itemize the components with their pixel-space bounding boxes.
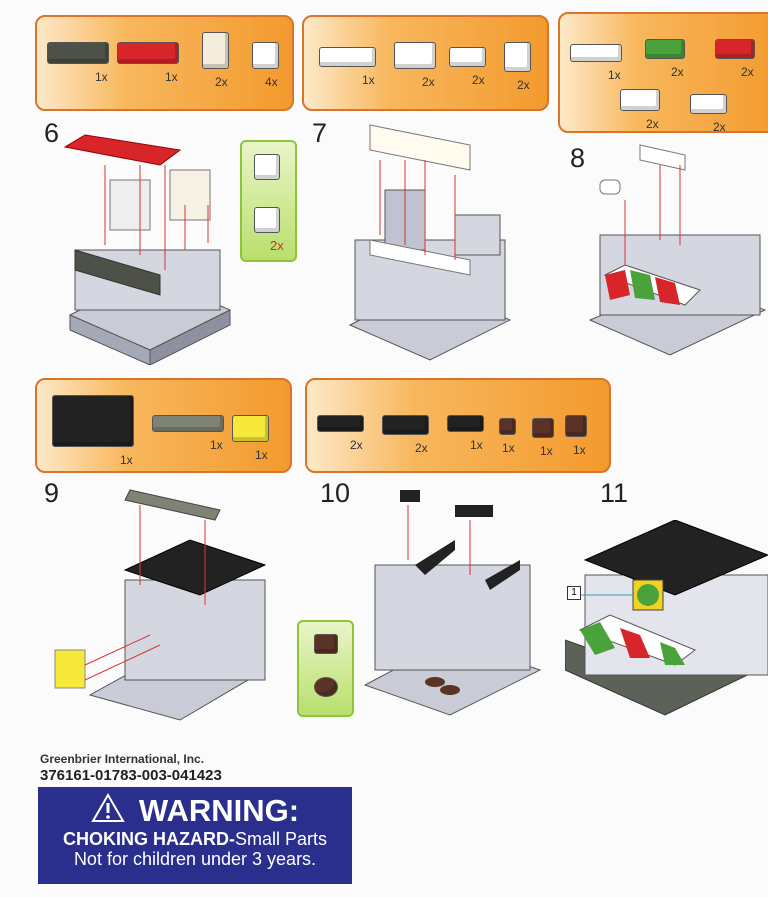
part-piece <box>447 415 484 432</box>
choking-warning: WARNING: CHOKING HAZARD-Small Parts Not … <box>38 787 352 884</box>
parts-box-step-9: 1x 1x 1x <box>35 378 292 473</box>
part-count: 2x <box>350 438 363 452</box>
part-count: 2x <box>671 65 684 79</box>
step-number-6: 6 <box>44 118 60 148</box>
part-count: 1x <box>502 441 515 455</box>
part-piece <box>152 415 224 432</box>
part-count: 2x <box>472 73 485 87</box>
parts-box-step-8: 1x 2x 2x 2x 2x <box>558 12 768 134</box>
hazard-detail: Small Parts <box>234 829 327 849</box>
part-piece <box>317 415 364 432</box>
parts-box-step-7: 1x 2x 2x 2x <box>302 15 549 111</box>
part-count: 2x <box>741 65 754 79</box>
model-step-10 <box>363 490 542 716</box>
part-piece <box>449 47 486 67</box>
callout-count: 2x <box>270 238 284 253</box>
model-step-6 <box>63 134 232 365</box>
part-count: 2x <box>517 78 530 92</box>
part-count: 1x <box>608 68 621 82</box>
part-marker-1: 1 <box>567 586 581 600</box>
part-count: 2x <box>215 75 228 89</box>
part-piece <box>620 89 660 111</box>
part-piece <box>117 42 179 64</box>
part-piece <box>499 418 516 435</box>
part-piece <box>570 44 622 62</box>
model-step-7 <box>348 124 512 361</box>
part-count: 2x <box>646 117 659 131</box>
part-piece <box>47 42 109 64</box>
part-piece <box>645 39 685 59</box>
product-code: 376161-01783-003-041423 <box>40 767 222 784</box>
part-piece <box>715 39 755 59</box>
company-name: Greenbrier International, Inc. <box>40 752 205 766</box>
part-piece <box>565 415 587 437</box>
model-step-11 <box>565 520 768 716</box>
warning-triangle-icon <box>91 793 125 822</box>
part-piece <box>382 415 429 435</box>
part-piece <box>504 42 531 72</box>
part-count: 1x <box>470 438 483 452</box>
step-number-11: 11 <box>600 478 629 508</box>
step-number-8: 8 <box>570 143 586 173</box>
step-number-10: 10 <box>320 478 351 508</box>
model-step-9 <box>54 489 267 721</box>
part-piece <box>532 418 554 438</box>
part-piece <box>690 94 727 114</box>
step-number-7: 7 <box>312 118 328 148</box>
part-count: 2x <box>422 75 435 89</box>
part-piece <box>202 32 229 69</box>
part-count: 1x <box>255 448 268 462</box>
part-piece <box>252 42 279 69</box>
callout-step-10 <box>297 620 354 717</box>
parts-box-step-6: 1x 1x 2x 4x <box>35 15 294 111</box>
part-count: 1x <box>95 70 108 84</box>
age-notice: Not for children under 3 years. <box>73 849 317 869</box>
hazard-label: CHOKING HAZARD- <box>62 829 235 849</box>
part-count: 1x <box>540 444 553 458</box>
part-count: 1x <box>362 73 375 87</box>
step-number-9: 9 <box>44 478 60 508</box>
part-count: 2x <box>415 441 428 455</box>
model-step-8 <box>588 144 767 356</box>
part-count: 1x <box>573 443 586 457</box>
part-count: 4x <box>265 75 278 89</box>
part-piece <box>319 47 376 67</box>
part-piece <box>52 395 134 447</box>
part-count: 2x <box>713 120 726 134</box>
part-count: 1x <box>120 453 133 467</box>
parts-box-step-10: 2x 2x 1x 1x 1x 1x <box>305 378 611 473</box>
part-piece <box>394 42 436 69</box>
part-count: 1x <box>165 70 178 84</box>
warning-title: WARNING: <box>138 793 300 828</box>
callout-step-6: 2x <box>240 140 297 262</box>
part-piece <box>232 415 269 442</box>
part-count: 1x <box>210 438 223 452</box>
